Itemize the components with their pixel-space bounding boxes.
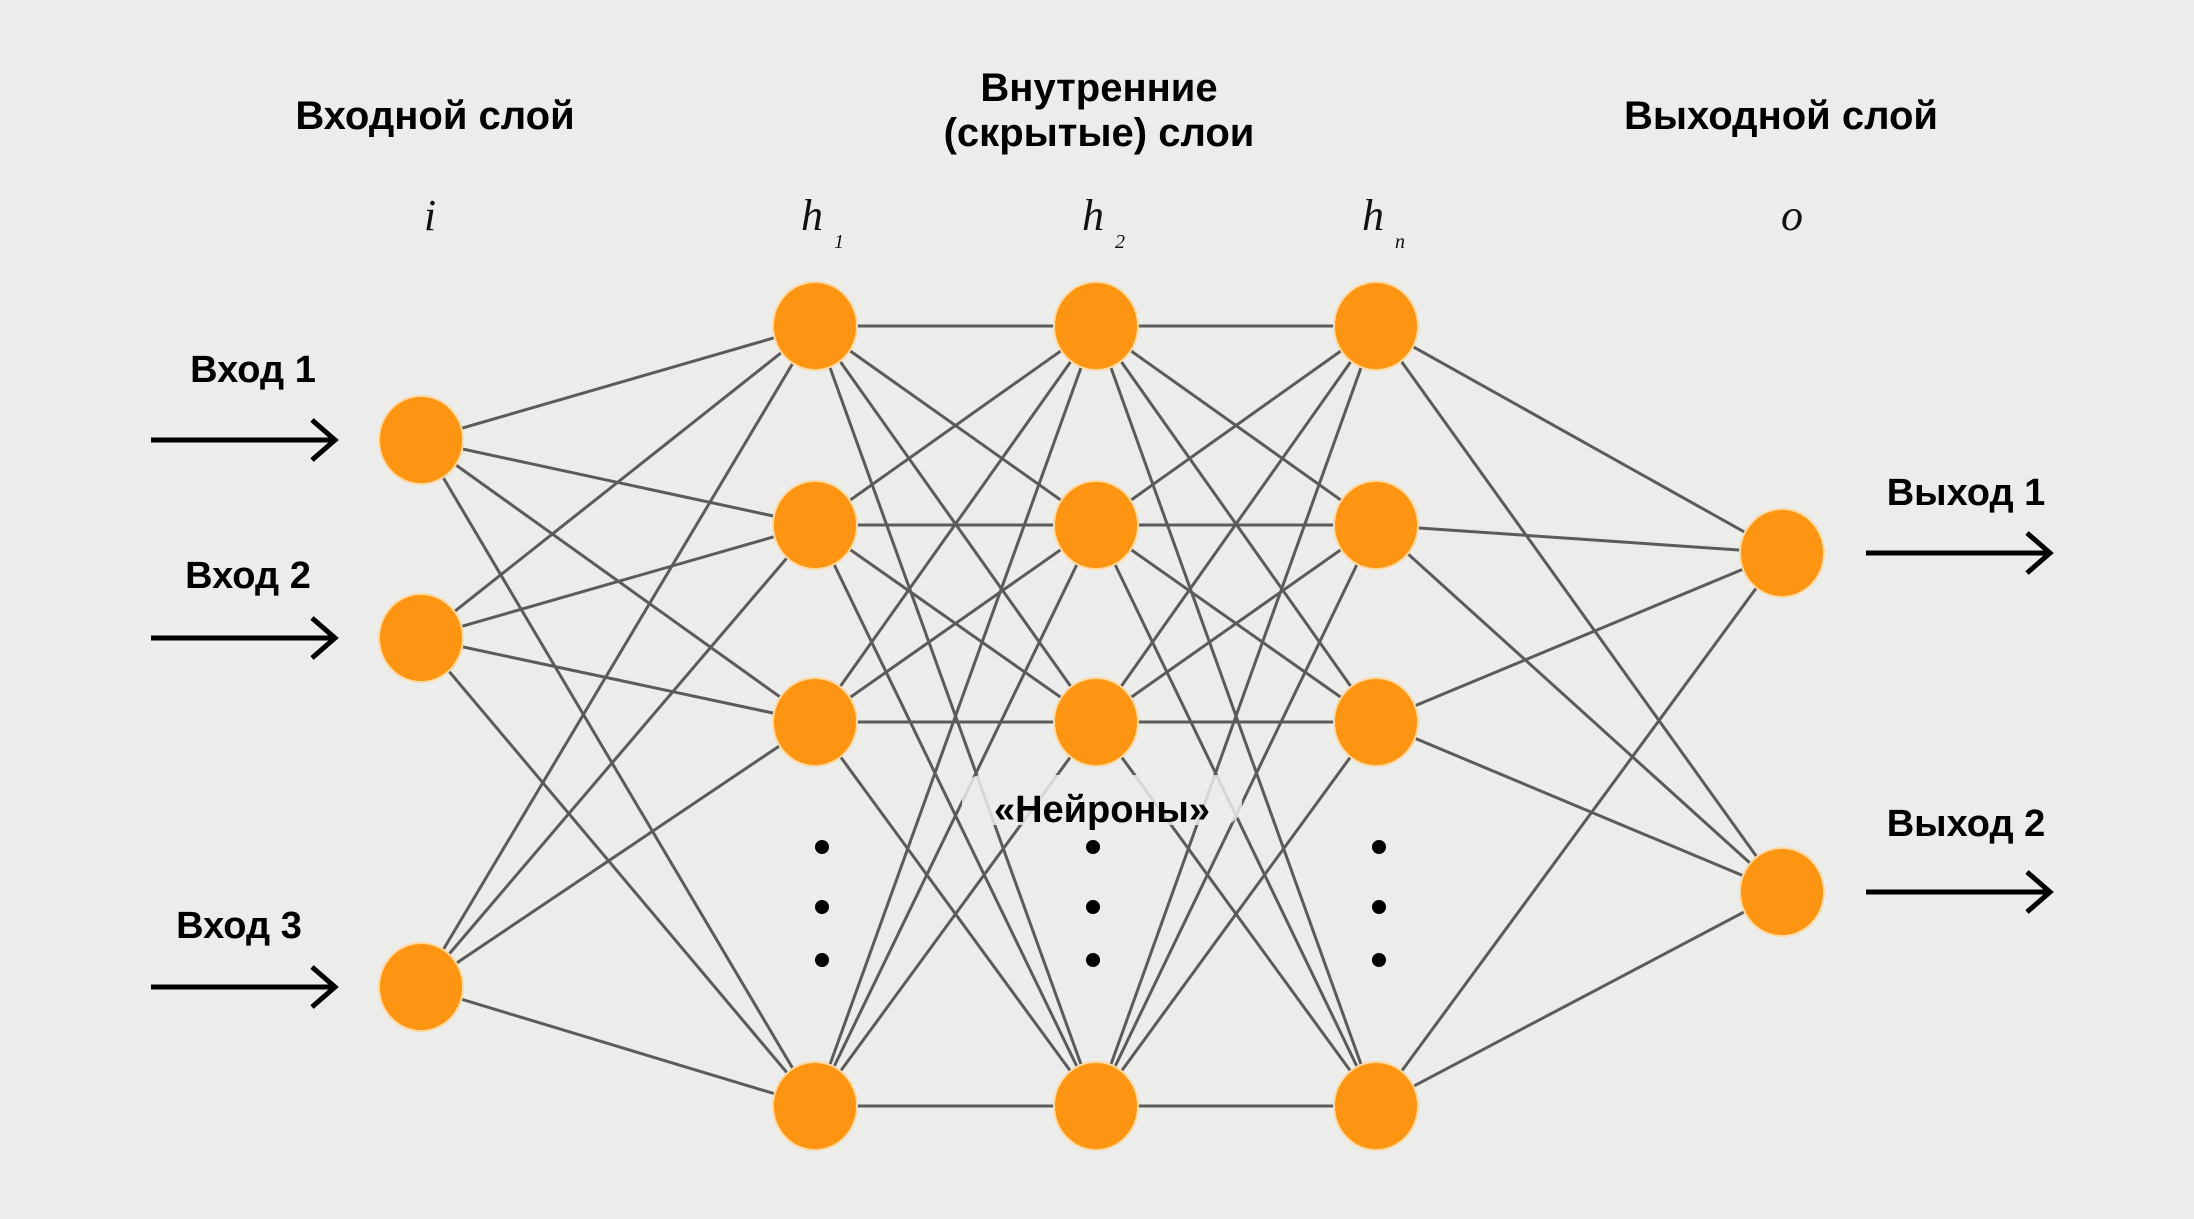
output-symbol: o — [1781, 191, 1803, 240]
connection-input-2-to-hidden-1-2 — [420, 523, 816, 640]
hidden-1-symbol: h 1 — [801, 191, 844, 253]
output-label-1: Выход 1 — [1887, 472, 2046, 514]
input-label-1: Вход 1 — [190, 349, 316, 391]
hidden-n-symbol-sub: n — [1395, 231, 1405, 253]
input-node-2 — [378, 593, 464, 683]
output-node-1 — [1739, 508, 1825, 598]
hidden-n-node-1 — [1333, 281, 1419, 371]
neurons-label-group: «Нейроны» — [962, 775, 1242, 831]
input-node-3 — [378, 942, 464, 1032]
input-layer-title: Входной слой — [295, 94, 574, 138]
ellipsis-dot-layer2-1 — [1086, 840, 1100, 854]
ellipsis-dot-layer1-1 — [815, 840, 829, 854]
connection-hidden-n-1-to-output-1 — [1375, 324, 1783, 555]
input-symbol: i — [424, 191, 436, 240]
connection-input-3-to-hidden-1-3 — [420, 720, 816, 989]
input-node-1 — [378, 395, 464, 485]
connection-hidden-2-2-to-hidden-n-1 — [1095, 324, 1377, 527]
ellipsis-dot-layer1-2 — [815, 900, 829, 914]
connection-hidden-1-4-to-hidden-2-1 — [813, 325, 1098, 1107]
hidden-2-node-4 — [1053, 1061, 1139, 1151]
connection-input-2-to-hidden-1-4 — [419, 637, 817, 1107]
ellipsis-dots — [815, 840, 1386, 967]
connection-hidden-2-3-to-hidden-n-1 — [1094, 325, 1378, 723]
neurons-label: «Нейроны» — [994, 789, 1210, 831]
connection-hidden-n-1-to-output-2 — [1374, 325, 1784, 893]
connection-hidden-n-3-to-output-2 — [1375, 720, 1783, 894]
ellipsis-dot-layer1-3 — [815, 953, 829, 967]
connection-input-3-to-hidden-1-4 — [420, 985, 816, 1108]
connection-input-3-to-hidden-1-1 — [419, 325, 817, 988]
connection-hidden-n-2-to-output-1 — [1375, 523, 1783, 555]
ellipsis-dot-layer3-2 — [1372, 900, 1386, 914]
output-layer-title: Выходной слой — [1624, 94, 1938, 138]
connection-hidden-1-2-to-hidden-2-1 — [814, 324, 1097, 527]
hidden-1-node-3 — [772, 677, 858, 767]
hidden-2-node-3 — [1053, 677, 1139, 767]
nodes — [378, 281, 1825, 1151]
connection-input-2-to-hidden-1-1 — [420, 324, 816, 640]
hidden-1-node-1 — [772, 281, 858, 371]
hidden-1-node-4 — [772, 1061, 858, 1151]
ellipsis-dot-layer3-3 — [1372, 953, 1386, 967]
hidden-2-symbol: h 2 — [1082, 191, 1125, 253]
hidden-n-node-4 — [1333, 1061, 1419, 1151]
connection-hidden-2-4-to-hidden-n-1 — [1094, 325, 1378, 1107]
hidden-2-symbol-sub: 2 — [1115, 231, 1125, 253]
connection-input-1-to-hidden-1-1 — [420, 324, 816, 442]
connections — [419, 324, 1784, 1108]
connection-hidden-2-3-to-hidden-n-2 — [1095, 523, 1377, 724]
output-arrow-2 — [1866, 870, 2054, 914]
output-arrow-1 — [1866, 531, 2054, 575]
connection-hidden-1-3-to-hidden-2-1 — [813, 325, 1098, 723]
hidden-1-symbol-base: h — [801, 191, 823, 240]
hidden-2-symbol-base: h — [1082, 191, 1104, 240]
connection-hidden-n-2-to-output-2 — [1374, 523, 1784, 894]
ellipsis-dot-layer2-2 — [1086, 900, 1100, 914]
input-label-2: Вход 2 — [185, 555, 311, 597]
connection-hidden-2-4-to-hidden-n-3 — [1094, 721, 1378, 1107]
connection-hidden-n-4-to-output-2 — [1375, 890, 1783, 1108]
connection-input-2-to-hidden-1-3 — [420, 636, 816, 724]
input-arrow-1 — [151, 418, 339, 462]
connection-input-1-to-hidden-1-4 — [419, 439, 817, 1107]
ellipsis-dot-layer2-3 — [1086, 953, 1100, 967]
connection-hidden-n-4-to-output-1 — [1374, 552, 1784, 1107]
input-arrow-3 — [151, 965, 339, 1009]
output-node-2 — [1739, 847, 1825, 937]
hidden-2-node-2 — [1053, 480, 1139, 570]
input-arrow-2 — [151, 616, 339, 660]
hidden-2-node-1 — [1053, 281, 1139, 371]
input-label-3: Вход 3 — [176, 905, 302, 947]
hidden-1-node-2 — [772, 480, 858, 570]
neurons-label-halo — [962, 775, 1242, 825]
hidden-layers-title-line2: (скрытые) слои — [944, 111, 1255, 155]
output-label-2: Выход 2 — [1887, 803, 2046, 845]
hidden-n-symbol-base: h — [1362, 191, 1384, 240]
connection-hidden-1-4-to-hidden-2-2 — [813, 524, 1098, 1107]
hidden-layers-title-line1: Внутренние — [980, 66, 1217, 110]
hidden-n-symbol: h n — [1362, 191, 1405, 253]
hidden-n-node-3 — [1333, 677, 1419, 767]
hidden-1-symbol-sub: 1 — [834, 231, 844, 253]
hidden-n-node-2 — [1333, 480, 1419, 570]
connection-hidden-n-3-to-output-1 — [1375, 551, 1783, 724]
connection-hidden-1-3-to-hidden-2-2 — [814, 523, 1097, 724]
ellipsis-dot-layer3-1 — [1372, 840, 1386, 854]
connection-input-3-to-hidden-1-2 — [419, 524, 817, 988]
